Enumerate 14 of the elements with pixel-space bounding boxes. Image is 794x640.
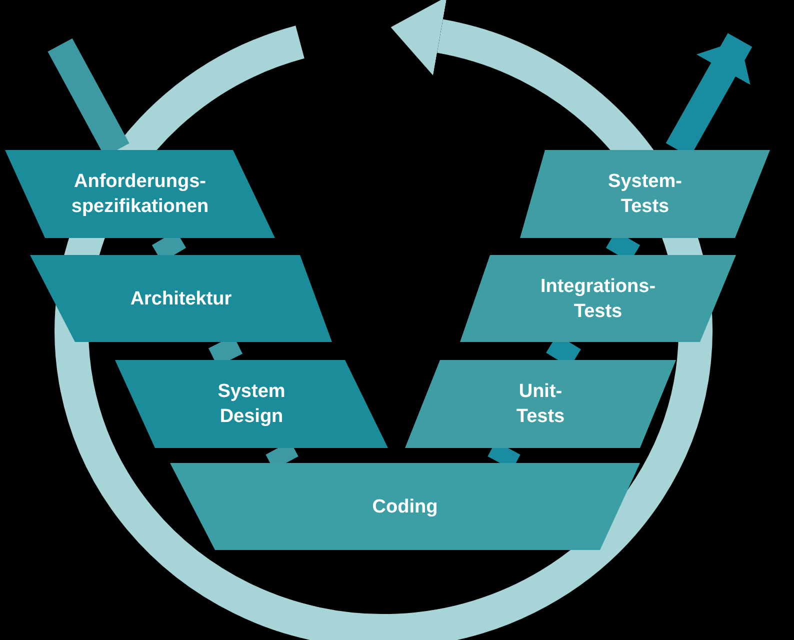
parallelogram-stage xyxy=(520,150,770,238)
stage-label: System Design xyxy=(216,380,286,429)
parallelogram-stage xyxy=(30,255,332,342)
stage-label: Coding xyxy=(372,495,438,519)
parallelogram-stage xyxy=(5,150,275,238)
parallelogram-stage xyxy=(460,255,736,342)
parallelogram-stage xyxy=(115,360,388,448)
parallelogram-stage xyxy=(405,360,676,448)
stage-label: System- Tests xyxy=(607,170,683,219)
stage-label: Unit- Tests xyxy=(515,380,566,429)
stage-label: Architektur xyxy=(130,287,232,311)
stage-label: Anforderungs- spezifikationen xyxy=(70,170,210,219)
trapezoid-stage xyxy=(170,463,640,550)
stage-label: Integrations- Tests xyxy=(539,274,657,324)
